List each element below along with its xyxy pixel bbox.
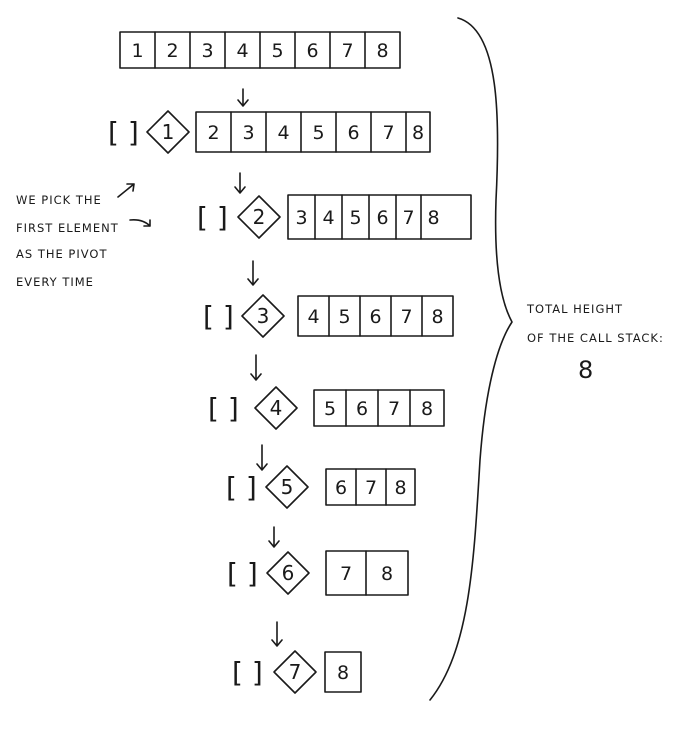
array-cell-value: 5: [312, 122, 324, 144]
array-cell-value: 3: [201, 40, 213, 62]
note-arrow-up: [117, 183, 135, 198]
array-cell-value: 5: [324, 398, 336, 420]
array-cell-value: 6: [376, 207, 388, 229]
empty-left-array: [ ]: [226, 471, 257, 504]
array-cell-value: 7: [400, 306, 412, 328]
pivot-value: 1: [162, 120, 175, 144]
pivot-diamond: [254, 386, 298, 430]
note-line-4: EVERY TIME: [16, 275, 94, 289]
array-cell-value: 4: [322, 207, 334, 229]
array-cell-value: 7: [340, 563, 352, 585]
empty-left-array: [ ]: [197, 201, 228, 234]
pivot-diamond: [146, 110, 190, 154]
array-cell-value: 6: [347, 122, 359, 144]
recursion-arrow-5: [256, 444, 268, 471]
array-cell-value: 8: [412, 122, 424, 144]
array-cell-value: 6: [306, 40, 318, 62]
recursion-arrow-2: [234, 172, 246, 194]
array-cell-value: 1: [131, 40, 143, 62]
array-box: [297, 295, 454, 337]
array-cell-value: 8: [421, 398, 433, 420]
array-cell-value: 7: [341, 40, 353, 62]
recursion-arrow-3: [247, 260, 259, 286]
pivot-value: 4: [270, 396, 283, 420]
array-cell-value: 7: [402, 207, 414, 229]
pivot-diamond: [265, 465, 309, 509]
call-stack-height-value: 8: [578, 356, 593, 384]
recursion-arrow-7: [271, 621, 283, 647]
pivot-value: 6: [282, 561, 295, 585]
call-stack-height-label: TOTAL HEIGHT OF THE CALL STACK: 8: [526, 302, 664, 384]
array-cell-value: 8: [427, 207, 439, 229]
array-cell-value: 2: [207, 122, 219, 144]
array-box: [325, 550, 409, 596]
recursion-arrow-6: [268, 526, 280, 548]
array-box: [195, 111, 431, 153]
note-line-3: AS THE PIVOT: [16, 247, 107, 261]
note-line-1: WE PICK THE: [16, 193, 102, 207]
height-label-line-2: OF THE CALL STACK:: [527, 331, 664, 345]
pivot-value: 7: [289, 660, 302, 684]
empty-left-array: [ ]: [108, 116, 139, 149]
pivot-note: WE PICK THE FIRST ELEMENT AS THE PIVOT E…: [16, 183, 151, 289]
array-cell-value: 7: [382, 122, 394, 144]
array-cell-value: 2: [166, 40, 178, 62]
pivot-value: 2: [253, 205, 266, 229]
array-cell-value: 6: [356, 398, 368, 420]
array-cell-value: 6: [335, 477, 347, 499]
array-cell-value: 8: [376, 40, 388, 62]
array-cell-value: 4: [236, 40, 248, 62]
array-cell-value: 5: [271, 40, 283, 62]
pivot-diamond: [241, 294, 285, 338]
array-cell-value: 8: [431, 306, 443, 328]
note-line-2: FIRST ELEMENT: [16, 221, 119, 235]
array-cell-value: 5: [338, 306, 350, 328]
array-cell-value: 7: [365, 477, 377, 499]
pivot-diamond: [237, 195, 281, 239]
call-stack-brace: [429, 17, 513, 701]
pivot-diamond: [266, 551, 310, 595]
pivot-value: 3: [257, 304, 270, 328]
height-label-line-1: TOTAL HEIGHT: [526, 302, 623, 316]
pivot-value: 5: [281, 475, 294, 499]
pivot-diamond: [273, 650, 317, 694]
array-cell-value: 3: [242, 122, 254, 144]
array-cell-value: 4: [307, 306, 319, 328]
array-cell-value: 7: [388, 398, 400, 420]
array-box: [324, 651, 362, 693]
recursion-level-7: [ ] 6 7 8: [227, 550, 409, 596]
recursion-arrows: [234, 88, 283, 647]
note-arrow-down: [129, 219, 151, 227]
array-cell-value: 5: [349, 207, 361, 229]
empty-left-array: [ ]: [203, 300, 234, 333]
empty-left-array: [ ]: [208, 392, 239, 425]
array-cell-value: 3: [295, 207, 307, 229]
recursion-arrow-1: [237, 88, 249, 107]
array-cell-value: 4: [277, 122, 289, 144]
array-box: [287, 194, 472, 240]
array-cell-value: 8: [381, 563, 393, 585]
recursion-arrow-4: [250, 354, 262, 381]
array-box: [325, 468, 416, 506]
empty-left-array: [ ]: [232, 656, 263, 689]
empty-left-array: [ ]: [227, 557, 258, 590]
array-box: [313, 389, 445, 427]
recursion-level-8: [ ] 7 8: [232, 650, 362, 694]
array-cell-value: 8: [394, 477, 406, 499]
array-cell-value: 8: [337, 662, 349, 684]
array-cell-value: 6: [369, 306, 381, 328]
recursion-level-1: 1 2 3 4 5 6 7 8: [119, 31, 401, 69]
